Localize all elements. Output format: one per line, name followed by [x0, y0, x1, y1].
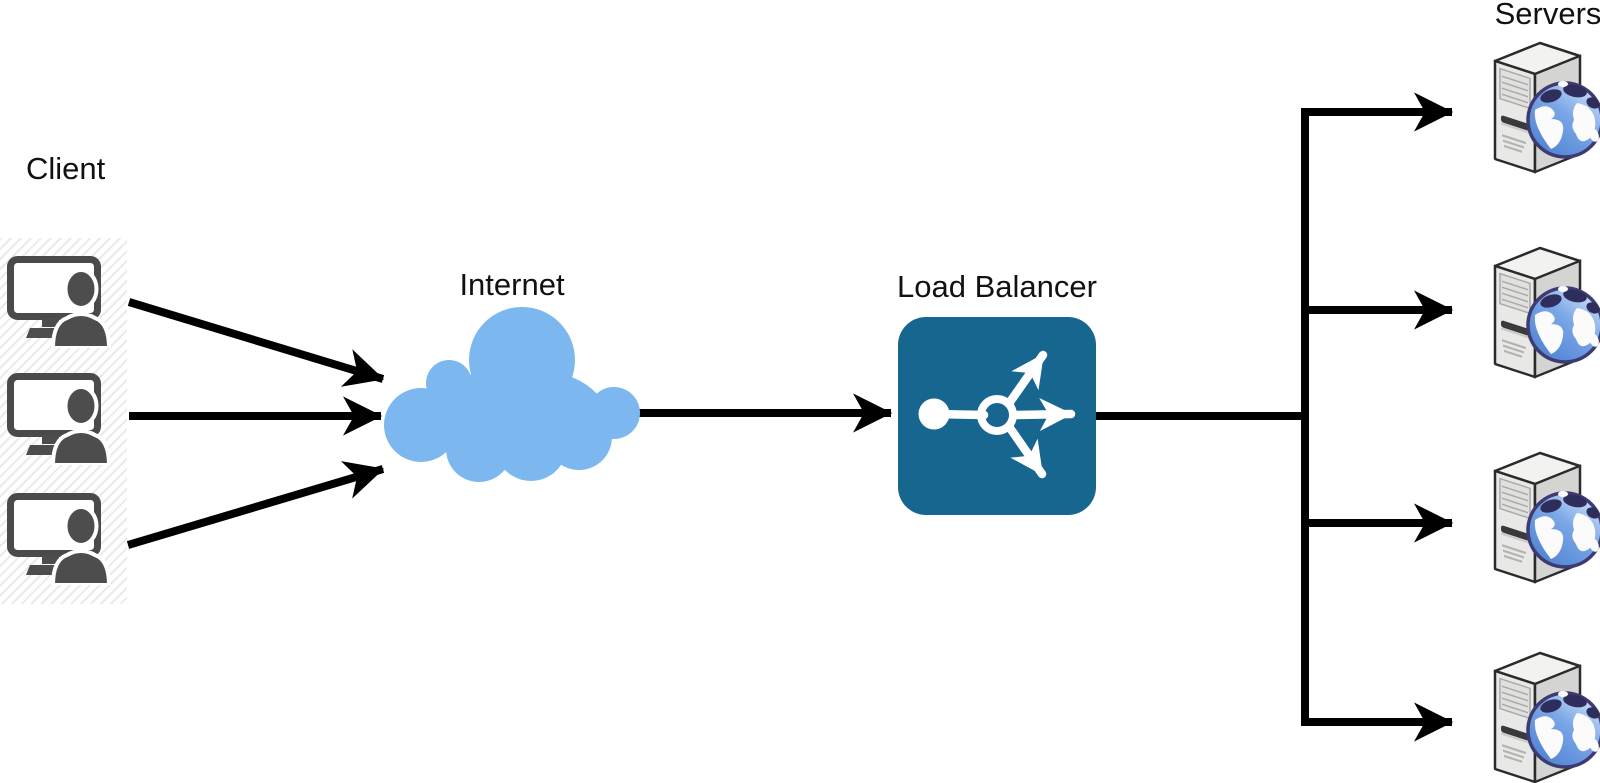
- drive-slot: [1501, 115, 1529, 131]
- workstation-user-icon: [7, 493, 112, 587]
- server-node-3: [1492, 450, 1600, 586]
- workstation-user-icon: [7, 373, 112, 467]
- globe-icon: [1526, 81, 1600, 159]
- user-silhouette-icon: [50, 268, 112, 350]
- internet-cloud-icon: [384, 307, 640, 482]
- drive-slot: [1501, 320, 1529, 336]
- user-silhouette-icon: [50, 505, 112, 587]
- label-client: Client: [26, 151, 106, 186]
- label-internet: Internet: [459, 267, 565, 302]
- label-servers: Servers: [1494, 0, 1600, 31]
- client-node-2: [2, 369, 124, 467]
- tower-server-globe-icon: [1493, 651, 1600, 783]
- globe-icon: [1526, 491, 1600, 569]
- tower-server-globe-icon: [1493, 41, 1600, 174]
- globe-icon: [1526, 286, 1600, 364]
- drive-slot: [1501, 725, 1529, 741]
- server-node-2: [1492, 245, 1600, 381]
- globe-icon: [1526, 691, 1600, 769]
- client-node-1: [2, 252, 124, 350]
- client-node-3: [2, 489, 124, 587]
- load-balancer-node: [898, 317, 1096, 515]
- server-node-4: [1492, 650, 1600, 783]
- drive-slot: [1501, 525, 1529, 541]
- edge-client3-internet: [126, 461, 385, 549]
- tower-front-face: [1493, 669, 1537, 783]
- server-node-1: [1492, 40, 1600, 176]
- load-balancer-distribution-arrows-icon: [918, 350, 1076, 479]
- workstation-user-icon: [7, 256, 112, 350]
- tower-server-globe-icon: [1493, 451, 1600, 584]
- tower-front-face: [1493, 469, 1537, 584]
- edge-client1-internet: [127, 298, 385, 387]
- user-silhouette-icon: [50, 385, 112, 467]
- label-load-balancer: Load Balancer: [897, 269, 1097, 304]
- tower-server-globe-icon: [1493, 246, 1600, 379]
